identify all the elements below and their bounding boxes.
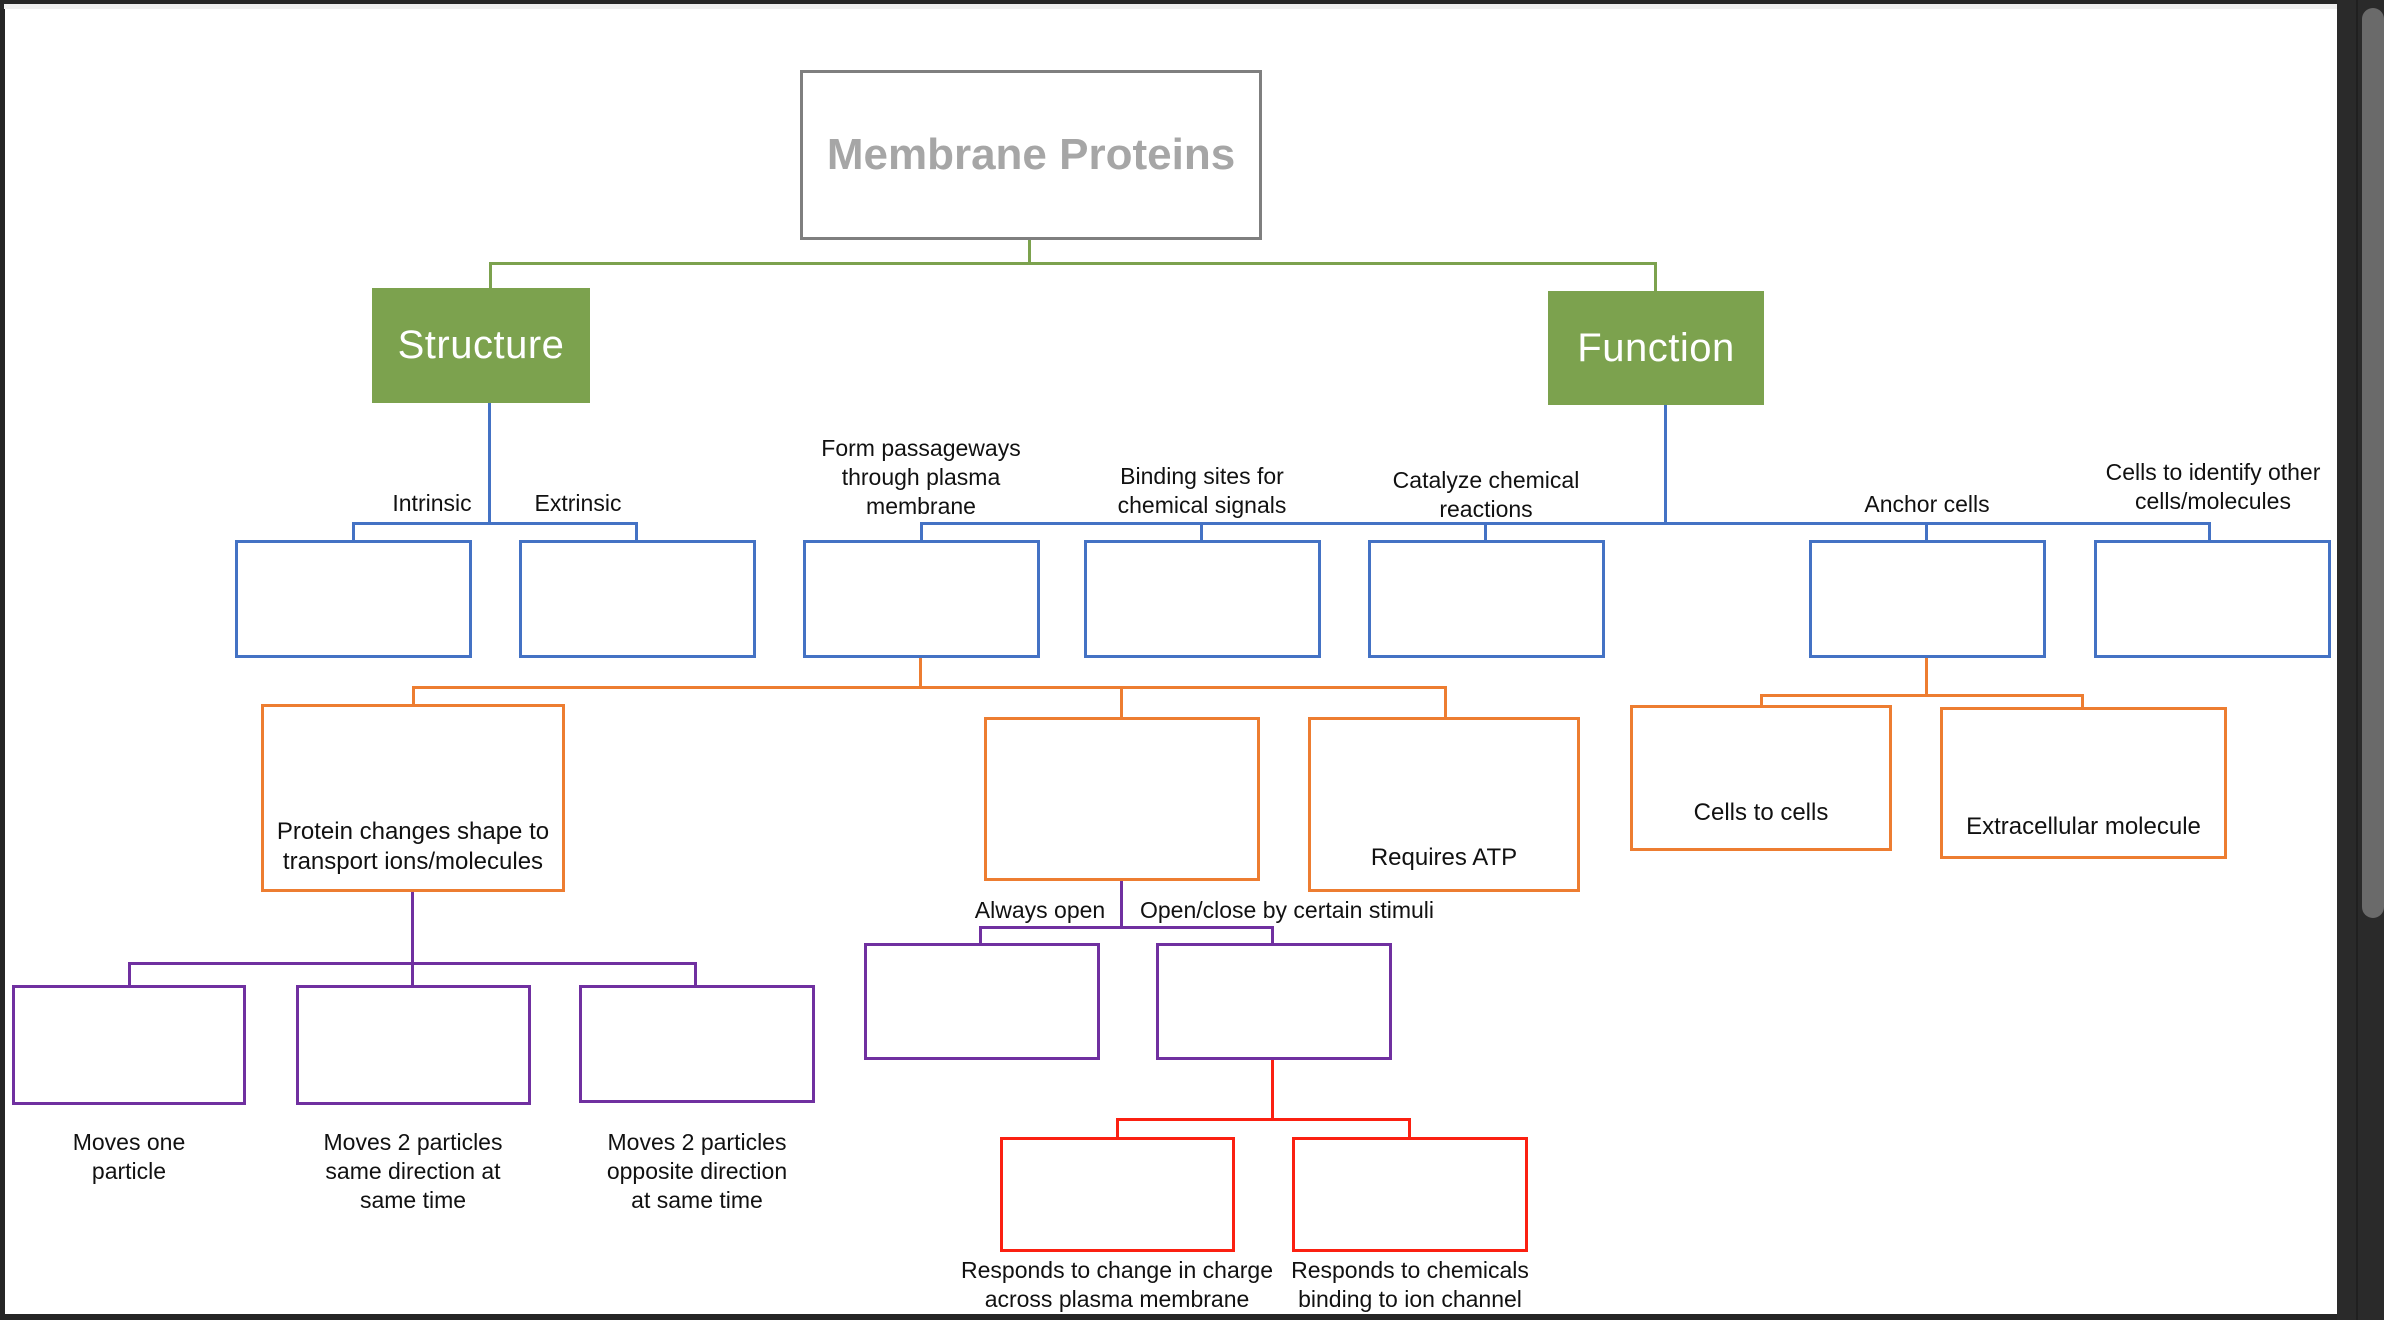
extracellular-molecule-box[interactable]: Extracellular molecule: [1940, 707, 2227, 859]
extracellular-molecule-label: Extracellular molecule: [1966, 813, 2201, 840]
connector-orange-drop-channel: [1120, 686, 1123, 717]
extrinsic-label: Extrinsic: [534, 490, 622, 516]
connector-orange-passageways-stem: [919, 658, 922, 686]
requires-atp-label: Requires ATP: [1370, 844, 1518, 871]
structure-node[interactable]: Structure: [372, 288, 590, 403]
connector-green-horizontal: [489, 262, 1657, 265]
connector-green-to-function: [1654, 262, 1657, 291]
connector-purple-drop-moves-same: [411, 962, 414, 985]
scrollbar-thumb[interactable]: [2362, 8, 2384, 918]
intrinsic-label: Intrinsic: [392, 490, 472, 516]
root-node-membrane-proteins[interactable]: Membrane Proteins: [800, 70, 1262, 240]
extrinsic-box[interactable]: [519, 540, 756, 658]
identify-cells-label: Cells to identify other cells/molecules: [2105, 459, 2321, 514]
binding-sites-box[interactable]: [1084, 540, 1321, 658]
connector-blue-drop-catalyze: [1484, 522, 1487, 540]
connector-purple-channel-stem: [1120, 881, 1123, 926]
canvas-top-edge: [4, 4, 2338, 9]
protein-changes-label: Protein changes shape to transport ions/…: [276, 818, 550, 875]
identify-cells-box[interactable]: [2094, 540, 2331, 658]
connector-blue-drop-binding: [1200, 522, 1203, 540]
connector-purple-protein-stem: [411, 892, 414, 962]
connector-red-horizontal: [1116, 1118, 1411, 1121]
open-close-label: Open/close by certain stimuli: [1139, 897, 1434, 923]
connector-blue-drop-identify: [2208, 522, 2211, 540]
connector-orange-drop-extracellular: [2081, 694, 2084, 707]
intrinsic-box[interactable]: [235, 540, 472, 658]
requires-atp-box[interactable]: Requires ATP: [1308, 717, 1580, 892]
connector-blue-drop-anchor: [1925, 522, 1928, 540]
always-open-box[interactable]: [864, 943, 1100, 1060]
connector-purple-drop-open-close: [1271, 926, 1274, 943]
connector-purple-drop-always-open: [979, 926, 982, 943]
connector-red-open-close-stem: [1271, 1060, 1274, 1118]
binding-sites-label: Binding sites for chemical signals: [1117, 463, 1287, 518]
anchor-cells-label: Anchor cells: [1864, 491, 1990, 517]
moves-two-same-box[interactable]: [296, 985, 531, 1105]
connector-red-drop-chemicals: [1408, 1118, 1411, 1137]
responds-charge-label: Responds to change in charge across plas…: [961, 1257, 1273, 1312]
connector-blue-structure-stem: [488, 403, 491, 522]
open-close-box[interactable]: [1156, 943, 1392, 1060]
moves-two-opposite-box[interactable]: [579, 985, 815, 1103]
function-node[interactable]: Function: [1548, 291, 1764, 405]
connector-blue-structure-horizontal: [352, 522, 638, 525]
catalyze-label: Catalyze chemical reactions: [1392, 467, 1580, 522]
moves-two-opposite-label: Moves 2 particles opposite direction at …: [606, 1129, 788, 1213]
moves-one-particle-box[interactable]: [12, 985, 246, 1105]
connector-blue-drop-intrinsic: [352, 522, 355, 540]
form-passageways-label: Form passageways through plasma membrane: [821, 435, 1021, 519]
responds-chemicals-box[interactable]: [1292, 1137, 1528, 1252]
cells-to-cells-label: Cells to cells: [1693, 799, 1829, 826]
connector-green-root-stem: [1028, 240, 1031, 263]
moves-one-label: Moves one particle: [72, 1129, 186, 1184]
responds-chemicals-label: Responds to chemicals binding to ion cha…: [1291, 1257, 1529, 1312]
connector-orange-horizontal-left: [412, 686, 1447, 689]
always-open-label: Always open: [974, 897, 1106, 923]
connector-orange-drop-cells: [1760, 694, 1763, 707]
function-node-label: Function: [1577, 325, 1735, 370]
connector-purple-drop-moves-one: [128, 962, 131, 985]
connector-orange-drop-protein-changes: [412, 686, 415, 704]
connector-blue-drop-passageways: [920, 522, 923, 540]
connector-green-to-structure: [489, 262, 492, 288]
cells-to-cells-box[interactable]: Cells to cells: [1630, 705, 1892, 851]
connector-blue-function-horizontal: [920, 522, 2211, 525]
form-passageways-box[interactable]: [803, 540, 1040, 658]
connector-blue-drop-extrinsic: [635, 522, 638, 540]
channel-box[interactable]: [984, 717, 1260, 881]
connector-orange-drop-atp: [1444, 686, 1447, 717]
moves-two-same-label: Moves 2 particles same direction at same…: [323, 1129, 503, 1213]
connector-orange-anchor-stem: [1925, 658, 1928, 694]
connector-red-drop-charge: [1116, 1118, 1119, 1137]
connector-purple-horizontal-right: [979, 926, 1274, 929]
connector-orange-horizontal-right: [1760, 694, 2083, 697]
anchor-cells-box[interactable]: [1809, 540, 2046, 658]
connector-purple-drop-moves-opposite: [694, 962, 697, 985]
catalyze-box[interactable]: [1368, 540, 1605, 658]
connector-blue-function-stem: [1664, 405, 1667, 522]
structure-node-label: Structure: [397, 323, 565, 367]
panel-seam: [2356, 0, 2358, 1320]
protein-changes-box[interactable]: Protein changes shape to transport ions/…: [261, 704, 565, 892]
responds-charge-box[interactable]: [1000, 1137, 1235, 1252]
root-node-label: Membrane Proteins: [826, 130, 1236, 179]
